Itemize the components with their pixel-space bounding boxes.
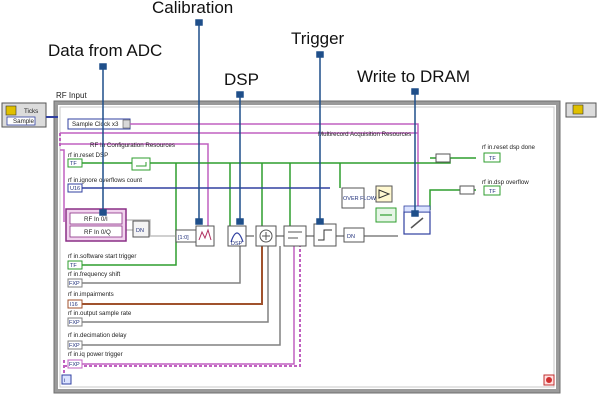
svg-text:FXP: FXP xyxy=(69,281,80,287)
svg-text:I16: I16 xyxy=(70,302,78,308)
terminal-software-start xyxy=(67,260,83,270)
svg-text:FXP: FXP xyxy=(69,343,80,349)
cluster-wires xyxy=(82,246,263,305)
stop-condition-icon xyxy=(543,374,555,386)
svg-text:TF: TF xyxy=(70,263,77,269)
dram-write-node[interactable] xyxy=(403,205,431,235)
input-terminals: rf in.reset DSP TF rf in.ignore overflow… xyxy=(67,152,142,369)
svg-text:TF: TF xyxy=(70,161,77,167)
output-terminals: rf in.reset dsp done TF rf in.dsp overfl… xyxy=(435,144,536,196)
input-label-ignore-overflows: rf in.ignore overflows count xyxy=(68,177,142,184)
terminal-iq-power-trigger xyxy=(67,359,83,369)
terminal-dsp-overflow xyxy=(483,185,501,196)
svg-text:Sample Clock x3: Sample Clock x3 xyxy=(72,121,119,128)
fixed-wires xyxy=(82,235,398,346)
or-node xyxy=(375,185,393,203)
terminal-ignore-overflows xyxy=(67,183,83,193)
svg-text:FXP: FXP xyxy=(69,362,80,368)
ticks-label: Ticks xyxy=(24,108,38,115)
dsp-node[interactable]: DSP xyxy=(227,225,247,247)
svg-text:DN: DN xyxy=(136,228,144,234)
while-loop-frame xyxy=(53,100,561,394)
svg-text:[1:0]: [1:0] xyxy=(178,235,189,241)
overflow-node: OVER FLOWS xyxy=(341,187,380,209)
callout-data-from-adc: Data from ADC xyxy=(48,41,162,60)
adc-io-node[interactable]: RF In 0/I RF In 0/Q xyxy=(65,208,127,242)
input-label-iq-power-trigger: rf in.iq power trigger xyxy=(68,351,123,358)
frequency-shift-node xyxy=(255,225,277,247)
terminal-reset-dsp xyxy=(67,158,83,168)
terminal-frequency-shift xyxy=(67,278,83,288)
input-label-software-start: rf in.software start trigger xyxy=(68,253,136,260)
svg-text:i: i xyxy=(64,378,65,384)
loop-iteration-icon: i xyxy=(61,374,72,385)
terminal-decimation-delay xyxy=(67,340,83,350)
input-label-frequency-shift: rf in.frequency shift xyxy=(68,271,121,278)
svg-text:U16: U16 xyxy=(70,186,80,192)
adc-channel-q: RF In 0/Q xyxy=(84,229,111,236)
pack-node: DN xyxy=(343,227,365,243)
terminal-impairments xyxy=(67,299,83,309)
output-label-dsp-overflow: rf in.dsp overflow xyxy=(482,179,529,186)
callout-trigger: Trigger xyxy=(291,29,345,48)
trigger-wires xyxy=(82,246,295,365)
adc-channel-i: RF In 0/I xyxy=(84,216,108,223)
input-label-reset-dsp: rf in.reset DSP xyxy=(68,152,108,159)
callout-calibration: Calibration xyxy=(152,0,233,17)
rf-config-resources-label: RF In Configuration Resources xyxy=(90,142,175,149)
resource-wires xyxy=(60,123,419,228)
sample-clock-select[interactable]: Sample Clock x3 xyxy=(67,118,131,130)
reset-dsp-node xyxy=(131,157,151,171)
input-label-impairments: rf in.impairments xyxy=(68,291,114,298)
svg-text:DN: DN xyxy=(347,234,355,240)
svg-text:DSP: DSP xyxy=(231,241,243,247)
svg-text:TF: TF xyxy=(489,189,496,195)
callout-dsp: DSP xyxy=(224,70,259,89)
calibration-node[interactable] xyxy=(195,225,215,247)
ticks-terminal-right xyxy=(565,102,597,118)
output-label-reset-dsp-done: rf in.reset dsp done xyxy=(482,144,536,151)
terminal-reset-dsp-done xyxy=(483,152,501,163)
cast-node: [1:0] xyxy=(175,229,197,243)
ticks-terminal: Ticks Sample xyxy=(1,102,47,128)
multirecord-resources-label: Multirecord Acquisition Resources xyxy=(318,131,411,138)
input-label-output-sample-rate: rf in.output sample rate xyxy=(68,310,132,317)
svg-text:OVER FLOWS: OVER FLOWS xyxy=(343,196,380,202)
trigger-node[interactable] xyxy=(313,223,337,247)
sample-label: Sample xyxy=(13,118,35,125)
callout-lines xyxy=(99,19,419,225)
input-label-decimation-delay: rf in.decimation delay xyxy=(68,332,127,339)
callout-write-to-dram: Write to DRAM xyxy=(357,67,470,86)
loop-title: RF Input xyxy=(56,91,87,100)
decimation-node xyxy=(283,225,307,247)
terminal-output-sample-rate xyxy=(67,317,83,327)
svg-text:FXP: FXP xyxy=(69,320,80,326)
fifo-node: DN xyxy=(132,220,150,238)
svg-text:TF: TF xyxy=(489,156,496,162)
select-node xyxy=(375,207,397,223)
